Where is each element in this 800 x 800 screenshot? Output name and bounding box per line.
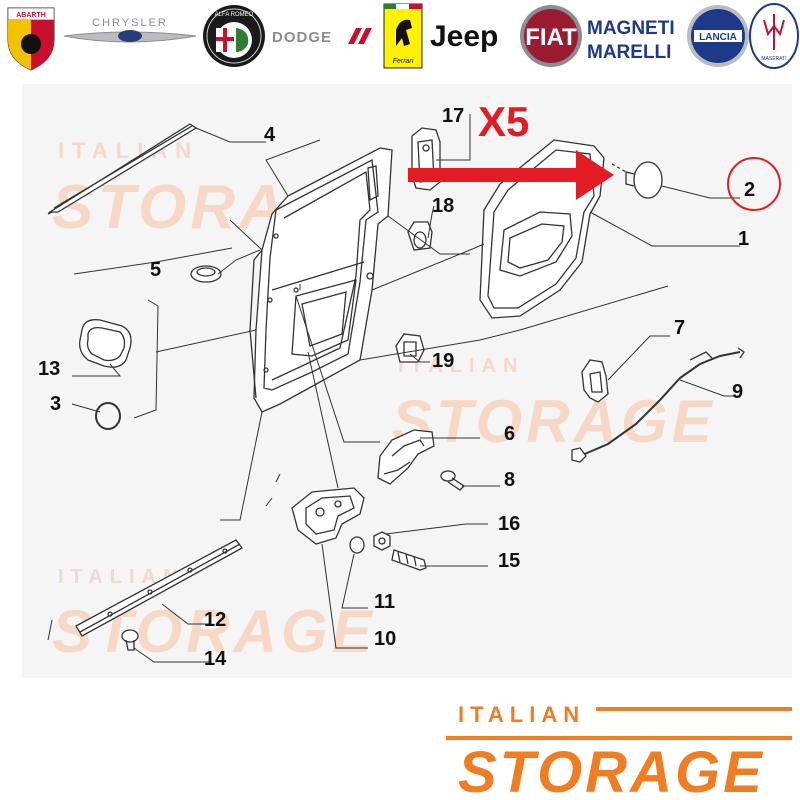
part-5-plug [190,265,222,283]
callout-19: 19 [432,350,454,372]
part-2-clip [611,161,663,199]
dodge-text: DODGE [272,29,332,46]
footer-logo-storage: STORAGE [458,740,765,800]
callout-13: 13 [38,358,60,380]
callout-2-highlight-circle [727,157,781,211]
footer-logo-rule-mid [446,736,792,740]
lancia-text: LANCIA [699,32,737,43]
chrysler-logo: CHRYSLER [63,17,197,43]
part-13-oval-cover [79,319,132,368]
jeep-logo: Jeep [430,20,498,53]
callout-1: 1 [738,228,749,250]
callout-numbers: 4 17 18 2 1 5 13 3 19 7 9 6 8 16 15 11 1… [38,105,755,670]
callout-11: 11 [374,591,395,613]
watermark-italian-2: ITALIAN [398,355,524,377]
footer-logo-italian: ITALIAN [458,702,585,727]
part-3-o-ring [95,402,121,430]
italian-storage-logo: ITALIAN STORAGE [446,702,792,800]
diagram-panel [22,84,792,678]
callout-9: 9 [732,381,743,403]
part-18-grommet [407,221,433,251]
callout-16: 16 [498,513,520,535]
callout-2: 2 [744,179,755,201]
watermark-group: ITALIAN STORAGE ITALIAN STORAGE ITALIAN … [52,138,716,665]
callout-18: 18 [432,195,454,217]
magneti-marelli-logo: MAGNETI MARELLI [587,18,675,63]
lancia-logo: LANCIA [687,5,749,67]
quantity-arrow: X5 [408,98,614,200]
callout-12: 12 [204,609,226,631]
magneti-text: MAGNETI [587,18,675,39]
callout-4: 4 [264,124,276,146]
maserati-text: MASERATI [761,56,786,62]
jeep-text: Jeep [430,20,498,53]
footer-logo-rule-top [596,707,792,711]
part-8-screw [440,470,466,491]
abarth-logo: ABARTH [7,7,55,71]
part-1-trim-panel [479,139,605,319]
quantity-tag: X5 [478,98,529,145]
leader-lines [47,114,740,663]
door-frame [249,147,393,413]
alfa-romeo-text: ALFA ROMEO [215,12,254,18]
abarth-text: ABARTH [16,12,46,19]
callout-8: 8 [504,469,515,491]
part-15-bolt [391,549,427,571]
watermark-storage-2: STORAGE [392,388,716,455]
part-12-sill-strip [75,539,243,637]
callout-10: 10 [374,628,396,650]
callout-14: 14 [204,648,227,670]
callout-3: 3 [50,393,61,415]
part-11-washer [349,536,365,554]
brand-logo-strip: ABARTH CHRYSLER ALFA ROMEO DODGE [7,3,799,71]
part-10-latch-bracket [291,487,365,545]
alfa-romeo-logo: ALFA ROMEO [203,5,265,67]
fiat-logo: FIAT [520,5,582,67]
marelli-text: MARELLI [587,42,671,63]
chrysler-text: CHRYSLER [92,17,168,29]
part-19-clip [395,333,425,363]
ferrari-text: Ferrari [393,58,414,65]
part-16-nut [373,531,391,551]
callout-15: 15 [498,550,520,572]
parts-line-art [47,123,745,651]
part-7-actuator [581,359,609,403]
fiat-text: FIAT [525,24,577,51]
callout-7: 7 [674,317,685,339]
callout-6: 6 [504,423,515,445]
dodge-logo: DODGE [272,28,372,46]
callout-5: 5 [150,259,161,281]
watermark-storage-3: STORAGE [52,598,376,665]
watermark-italian-3: ITALIAN [58,566,184,588]
ferrari-logo: Ferrari [383,3,423,69]
maserati-logo: MASERATI [749,3,799,69]
part-6-inner-handle [377,429,435,485]
part-9-cable [571,347,745,463]
callout-17: 17 [442,105,464,127]
part-14-clip [121,629,139,651]
watermark-italian-1: ITALIAN [58,138,199,163]
